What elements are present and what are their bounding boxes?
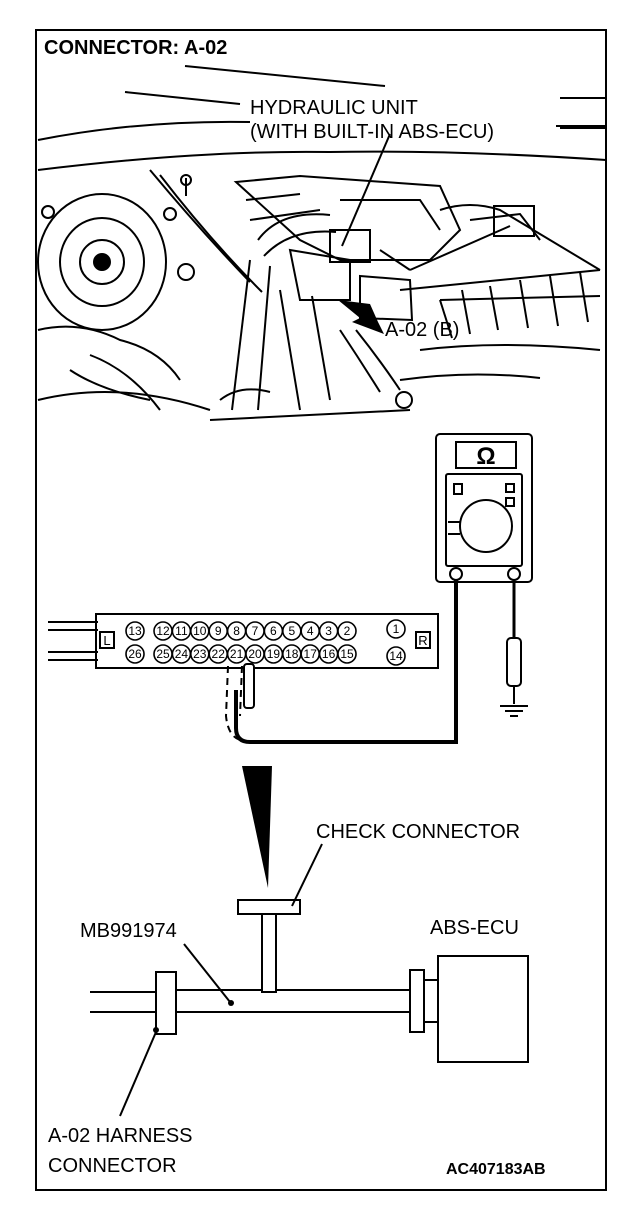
pin-left-label: L — [103, 633, 110, 648]
pin-label: 5 — [288, 624, 295, 638]
pin-label: 4 — [307, 624, 314, 638]
pin-label: 25 — [156, 647, 170, 661]
pin-label: 1 — [393, 622, 400, 636]
pin-label: 6 — [270, 624, 277, 638]
ground-symbol-icon — [500, 705, 528, 717]
leader-harness — [119, 1031, 157, 1117]
probe-dashed-alt-2 — [239, 665, 243, 717]
diagram-title: CONNECTOR: A-02 — [44, 37, 227, 59]
pin-label: 17 — [304, 647, 318, 661]
pin-label: 8 — [233, 624, 240, 638]
leader-check-connector — [291, 843, 323, 907]
pin-label: 10 — [193, 624, 207, 638]
pin-label: 23 — [193, 647, 207, 661]
pin-circle — [337, 621, 357, 641]
pin-label: 22 — [212, 647, 226, 661]
engine-bay-illustration — [37, 65, 607, 421]
pin-label: 14 — [389, 649, 403, 663]
test-probe — [243, 663, 255, 709]
pin-circle — [386, 646, 406, 666]
leader-harness-dot — [153, 1027, 159, 1033]
pin-label: 12 — [156, 624, 170, 638]
hydraulic-unit-label-line2: (WITH BUILT-IN ABS-ECU) — [250, 121, 494, 143]
figure-frame — [35, 29, 607, 1191]
pin-circle — [125, 644, 145, 664]
hydraulic-unit-label-line1: HYDRAULIC UNIT — [250, 97, 418, 119]
pin-label: 2 — [344, 624, 351, 638]
abs-ecu-label: ABS-ECU — [430, 917, 519, 939]
ohmmeter — [435, 433, 533, 583]
connector-pins: 13 26 12 25 11 24 10 23 9 22 8 21 7 20 6 19 5 18 4 17 3 16 2 15… — [125, 619, 406, 666]
probe-lead-black — [234, 580, 458, 744]
harness-connector-label-line1: A-02 HARNESS — [48, 1125, 193, 1147]
pin-label: 21 — [230, 647, 244, 661]
pin-label: 7 — [252, 624, 259, 638]
ohm-symbol-icon: Ω — [476, 443, 495, 470]
pointer-triangle — [242, 766, 272, 888]
harness-connector-label-line2: CONNECTOR — [48, 1155, 177, 1177]
connector-b-label: A-02 (B) — [385, 319, 459, 341]
figure-code: AC407183AB — [446, 1161, 546, 1178]
pin-right-marker — [415, 631, 431, 649]
pin-circle — [386, 619, 406, 639]
pin-circle — [337, 644, 357, 664]
leader-tool — [183, 943, 231, 1003]
harness-assembly — [90, 899, 529, 1063]
leader-tool-dot — [228, 1000, 234, 1006]
pin-label: 19 — [267, 647, 281, 661]
leader-line-hydraulic-unit — [341, 133, 391, 247]
pin-label: 24 — [175, 647, 189, 661]
pin-label: 13 — [128, 624, 142, 638]
pin-label: 18 — [285, 647, 299, 661]
check-connector-label: CHECK CONNECTOR — [316, 821, 520, 843]
tool-number-label: MB991974 — [80, 920, 177, 942]
pin-label: 15 — [340, 647, 354, 661]
pin-label: 3 — [325, 624, 332, 638]
check-connector-strip — [48, 613, 439, 669]
pin-label: 16 — [322, 647, 336, 661]
pin-label: 20 — [248, 647, 262, 661]
pin-circle — [125, 621, 145, 641]
probe-dashed-alt — [224, 665, 241, 741]
pin-label: 26 — [128, 647, 142, 661]
arrow-connector-b — [338, 300, 384, 334]
ohm-display — [455, 441, 517, 469]
pin-left-marker — [99, 631, 115, 649]
pin-label: 9 — [215, 624, 222, 638]
pin-right-label: R — [418, 633, 427, 648]
pin-label: 11 — [175, 624, 188, 638]
ground-probe — [506, 637, 522, 687]
